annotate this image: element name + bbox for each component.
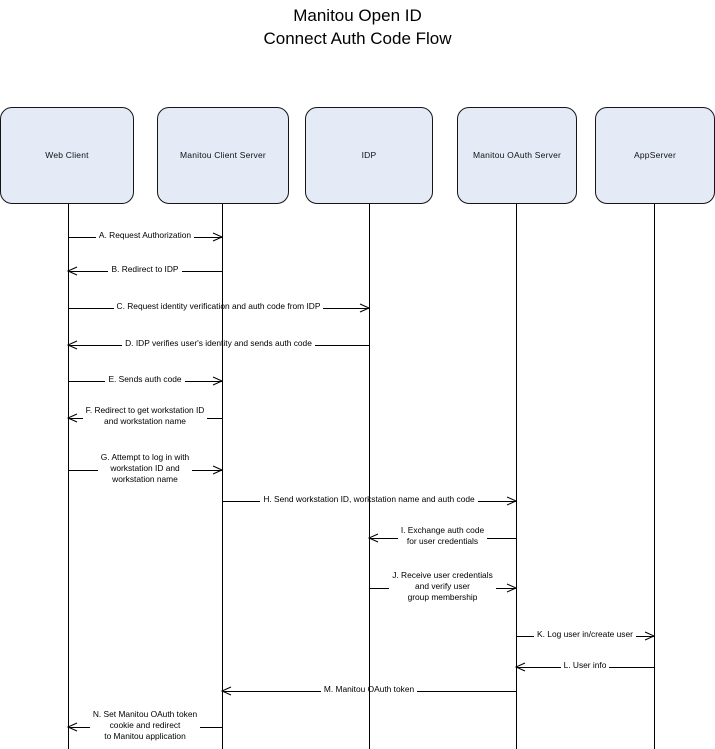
message-line-m-left <box>222 691 321 692</box>
message-line-l-left <box>516 667 561 668</box>
message-line-i-left <box>369 538 398 539</box>
message-line-c-right <box>323 308 369 309</box>
message-label-j: J. Receive user credentials and verify u… <box>392 570 493 602</box>
message-label-m: M. Manitou OAuth token <box>323 684 415 694</box>
message-label-a: A. Request Authorization <box>98 230 192 240</box>
message-line-i-right <box>487 538 516 539</box>
message-line-f-left <box>68 418 83 419</box>
message-label-d: D. IDP verifies user's identity and send… <box>125 338 312 348</box>
message-label-c: C. Request identity verification and aut… <box>116 301 321 311</box>
message-label-h: H. Send workstation ID, workstation name… <box>263 494 475 504</box>
message-line-d-right <box>314 345 369 346</box>
message-line-k-right <box>635 636 654 637</box>
lifeline-manitou-oauth-server <box>516 204 517 749</box>
message-label-g: G. Attempt to log in with workstation ID… <box>100 452 190 484</box>
lifeline-idp <box>369 204 370 749</box>
participant-label-idp: IDP <box>361 150 377 160</box>
lifeline-web-client <box>68 204 69 749</box>
message-line-f-right <box>207 418 222 419</box>
participant-box-manitou-oauth-server[interactable]: Manitou OAuth Server <box>457 107 577 204</box>
message-label-n: N. Set Manitou OAuth token cookie and re… <box>92 709 198 741</box>
lifeline-app-server <box>654 204 655 749</box>
message-label-b: B. Redirect to IDP <box>111 264 179 274</box>
participant-box-app-server[interactable]: AppServer <box>595 107 715 204</box>
participant-label-manitou-client-server: Manitou Client Server <box>180 150 266 160</box>
message-line-g-right <box>192 470 222 471</box>
message-label-e: E. Sends auth code <box>108 374 182 384</box>
participant-box-manitou-client-server[interactable]: Manitou Client Server <box>157 107 289 204</box>
message-line-b-right <box>181 271 222 272</box>
message-line-d-left <box>68 345 123 346</box>
message-line-h-right <box>477 501 516 502</box>
page-title: Manitou Open ID Connect Auth Code Flow <box>263 6 452 48</box>
message-line-l-right <box>609 667 654 668</box>
message-line-n-right <box>200 727 222 728</box>
message-line-g-left <box>68 470 98 471</box>
participant-label-web-client: Web Client <box>45 150 89 160</box>
message-line-b-left <box>68 271 109 272</box>
message-line-e-left <box>68 381 106 382</box>
message-line-j-right <box>495 588 516 589</box>
message-line-m-right <box>417 691 516 692</box>
participant-box-web-client[interactable]: Web Client <box>0 107 134 204</box>
message-line-h-left <box>222 501 261 502</box>
message-line-e-right <box>184 381 222 382</box>
message-line-a-right <box>194 237 222 238</box>
participant-box-idp[interactable]: IDP <box>305 107 433 204</box>
message-line-a-left <box>68 237 96 238</box>
message-line-k-left <box>516 636 535 637</box>
message-label-i: I. Exchange auth code for user credentia… <box>400 525 485 546</box>
message-line-n-left <box>68 727 90 728</box>
message-line-j-left <box>369 588 390 589</box>
message-label-f: F. Redirect to get workstation ID and wo… <box>85 405 205 426</box>
lifeline-manitou-client-server <box>222 204 223 749</box>
message-label-l: L. User info <box>563 660 607 670</box>
participant-label-app-server: AppServer <box>634 150 676 160</box>
message-label-k: K. Log user in/create user <box>537 629 633 639</box>
message-line-c-left <box>68 308 114 309</box>
participant-label-manitou-oauth-server: Manitou OAuth Server <box>472 150 562 160</box>
